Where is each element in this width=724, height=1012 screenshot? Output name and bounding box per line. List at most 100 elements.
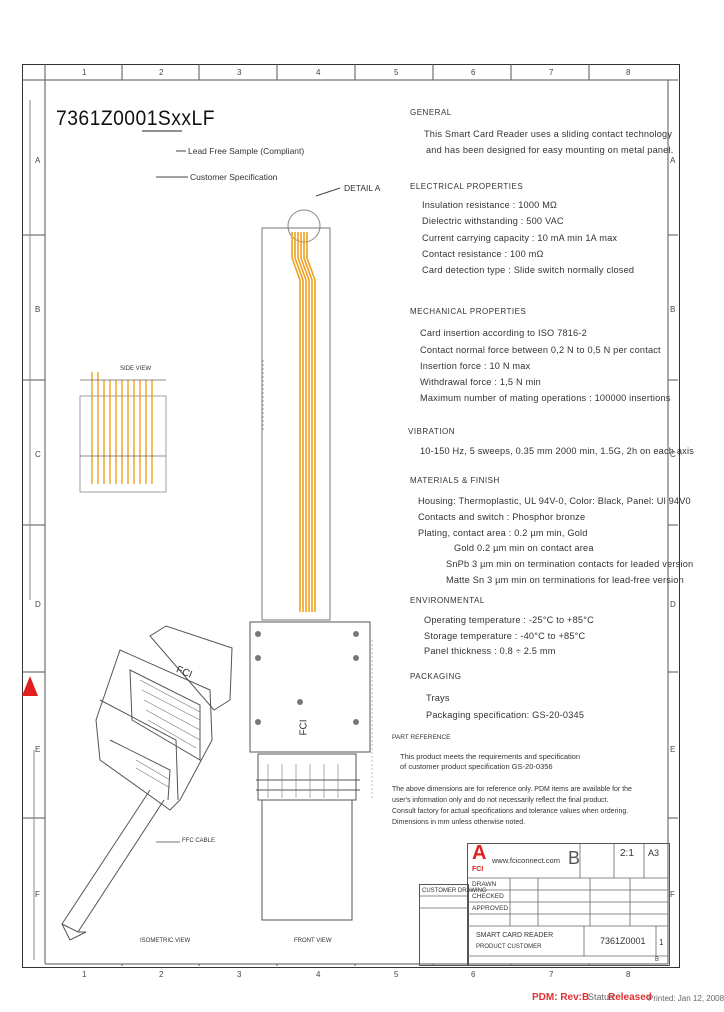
doc-number: 7361Z0001 [600, 936, 646, 946]
sheet-number: 1 [659, 938, 664, 947]
spec-mechanical-line-2: Contact normal force between 0,2 N to 0,… [420, 345, 661, 355]
zone-row-b-r: B [670, 305, 676, 314]
spec-mechanical-line-1: Card insertion according to ISO 7816-2 [420, 328, 587, 338]
zone-row-d-r: D [670, 600, 676, 609]
spec-environmental-heading: ENVIRONMENTAL [410, 596, 485, 605]
spec-reference-line-1: This product meets the requirements and … [400, 752, 581, 761]
zone-row-c-r: C [670, 450, 676, 459]
spec-vibration-line-1: 10-150 Hz, 5 sweeps, 0.35 mm 2000 min, 1… [420, 446, 694, 456]
zone-row-f-r: F [670, 890, 675, 899]
spec-materials-line-3: Plating, contact area : 0.2 µm min, Gold [418, 528, 588, 538]
footer-printed: Printed: Jan 12, 2008 [648, 994, 724, 1003]
drawn-label: DRAWN [472, 881, 497, 888]
company-web: www.fciconnect.com [492, 856, 560, 865]
spec-reference-line-2: of customer product specification GS-20-… [400, 762, 553, 771]
zone-col-7-b: 7 [549, 970, 554, 979]
zone-col-8-b: 8 [626, 970, 631, 979]
zone-row-c: C [35, 450, 41, 459]
spec-general-line-1: This Smart Card Reader uses a sliding co… [424, 129, 673, 139]
spec-general-line-2: and has been designed for easy mounting … [426, 145, 674, 155]
spec-materials-line-4: Gold 0.2 µm min on contact area [454, 543, 594, 553]
zone-col-3-b: 3 [237, 970, 242, 979]
zone-col-3: 3 [237, 68, 242, 77]
spec-note-line-1: The above dimensions are for reference o… [392, 786, 632, 793]
zone-row-e: E [35, 745, 41, 754]
spec-electrical-line-5: Card detection type : Slide switch norma… [422, 265, 635, 275]
rev-box-letter: B [568, 848, 581, 868]
spec-electrical-line-3: Current carrying capacity : 10 mA min 1A… [422, 233, 618, 243]
spec-materials-line-6: Matte Sn 3 µm min on terminations for le… [446, 575, 684, 585]
product-title: SMART CARD READER [476, 932, 554, 939]
spec-packaging-heading: PACKAGING [410, 672, 462, 681]
spec-electrical-line-4: Contact resistance : 100 mΩ [422, 249, 544, 259]
footer-status: Released [608, 992, 652, 1003]
spec-materials-line-5: SnPb 3 µm min on termination contacts fo… [446, 559, 694, 569]
spec-materials-line-2: Contacts and switch : Phosphor bronze [418, 512, 586, 522]
drawing-frame [22, 64, 680, 968]
spec-materials-line-1: Housing: Thermoplastic, UL 94V-0, Color:… [418, 496, 691, 506]
spec-mechanical-heading: MECHANICAL PROPERTIES [410, 307, 527, 316]
spec-vibration-heading: VIBRATION [408, 427, 456, 436]
spec-electrical-line-2: Dielectric withstanding : 500 VAC [422, 216, 564, 226]
zone-row-e-r: E [670, 745, 676, 754]
zone-row-f: F [35, 890, 40, 899]
spec-packaging-line-2: Packaging specification: GS-20-0345 [426, 710, 585, 720]
zone-col-2-b: 2 [159, 970, 164, 979]
detail-label: DETAIL A [344, 183, 381, 193]
title-block-rev-column [419, 884, 469, 966]
zone-row-b: B [35, 305, 41, 314]
spec-reference-heading: PART REFERENCE [392, 734, 451, 741]
footer-pdm: PDM: Rev:B [532, 992, 590, 1003]
title-block-frame [467, 843, 670, 966]
fci-logo-text: FCI [472, 866, 484, 873]
spec-mechanical-line-5: Maximum number of mating operations : 10… [420, 393, 671, 403]
spec-mechanical-line-4: Withdrawal force : 1,5 N min [420, 377, 541, 387]
fci-logo-icon: A [472, 842, 487, 864]
approved-label: APPROVED [472, 905, 509, 912]
zone-col-4: 4 [316, 68, 321, 77]
zone-col-2: 2 [159, 68, 164, 77]
product-type: PRODUCT CUSTOMER [476, 944, 542, 950]
spec-materials-heading: MATERIALS & FINISH [410, 476, 500, 485]
zone-col-8: 8 [626, 68, 631, 77]
zone-col-5-b: 5 [394, 970, 399, 979]
zone-col-1: 1 [82, 68, 87, 77]
iso-view-label: ISOMETRIC VIEW [140, 938, 191, 944]
zone-row-d: D [35, 600, 41, 609]
spec-environmental-line-1: Operating temperature : -25°C to +85°C [424, 615, 594, 625]
customer-drawing-label: CUSTOMER DRAWING [422, 888, 487, 894]
footer-status-label: Status: [588, 992, 617, 1002]
detail-dim-label: SIDE VIEW [120, 366, 152, 372]
spec-electrical-heading: ELECTRICAL PROPERTIES [410, 182, 524, 191]
zone-col-7: 7 [549, 68, 554, 77]
spec-electrical-line-1: Insulation resistance : 1000 MΩ [422, 200, 558, 210]
size-value: A3 [648, 848, 660, 858]
spec-packaging-line-1: Trays [426, 693, 450, 703]
zone-row-a: A [35, 156, 41, 165]
callout-lead-free: Lead Free Sample (Compliant) [188, 146, 305, 156]
scale-value: 2:1 [620, 848, 634, 859]
front-view-label: FRONT VIEW [294, 938, 332, 944]
zone-col-1-b: 1 [82, 970, 87, 979]
zone-col-6: 6 [471, 68, 476, 77]
iso-cable-label: FFC CABLE [182, 838, 216, 844]
zone-col-5: 5 [394, 68, 399, 77]
part-number-title: 7361Z0001SxxLF [56, 107, 215, 130]
spec-environmental-line-2: Storage temperature : -40°C to +85°C [424, 631, 586, 641]
spec-note-line-2: user's information only and do not neces… [392, 797, 609, 804]
rev-letter: B [655, 957, 660, 963]
spec-mechanical-line-3: Insertion force : 10 N max [420, 361, 531, 371]
zone-col-4-b: 4 [316, 970, 321, 979]
spec-general-heading: GENERAL [410, 108, 452, 117]
spec-note-line-4: Dimensions in mm unless otherwise noted. [392, 819, 526, 826]
zone-row-a-r: A [670, 156, 676, 165]
spec-note-line-3: Consult factory for actual specification… [392, 808, 629, 815]
